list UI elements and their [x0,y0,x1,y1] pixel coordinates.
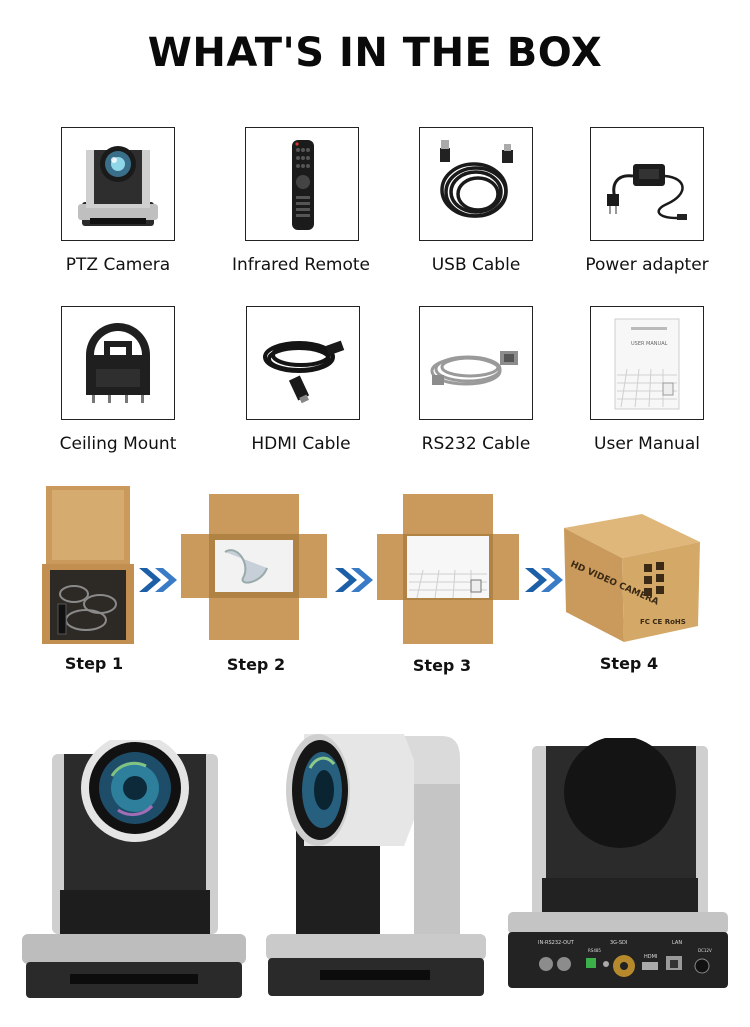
svg-text:RS485: RS485 [588,948,601,953]
camera-rear-view: IN-RS232-OUT RS485 3G-SDI HDMI LAN DC12V [506,736,730,994]
camera-front-view [22,734,246,1002]
item-label: RS232 Cable [421,434,531,454]
usb-cable-icon [419,127,533,241]
svg-text:IN-RS232-OUT: IN-RS232-OUT [538,940,575,946]
power-adapter-icon [590,127,704,241]
chevron-right-icon [523,566,567,599]
hdmi-cable-icon [246,306,360,420]
svg-text:HDMI: HDMI [644,954,657,960]
chevron-right-icon [137,566,181,599]
svg-text:LAN: LAN [672,940,682,946]
item-label: Ceiling Mount [59,434,177,454]
item-label: Infrared Remote [231,255,371,275]
svg-text:USER MANUAL: USER MANUAL [631,341,668,347]
item-label: Power adapter [585,255,709,275]
ceiling-mount-icon [61,306,175,420]
ptz-camera-icon [61,127,175,241]
item-label: User Manual [594,434,700,454]
user-manual-icon: USER MANUAL [590,306,704,420]
step-3-image [377,494,519,644]
rs232-cable-icon [419,306,533,420]
step-4-image: HD VIDEO CAMERA FC CE RoHS [562,508,702,644]
item-label: HDMI Cable [251,434,351,454]
remote-control-icon [245,127,359,241]
svg-text:FC CE RoHS: FC CE RoHS [640,618,686,626]
step-1-label: Step 1 [64,654,124,673]
chevron-right-icon [333,566,377,599]
step-3-label: Step 3 [412,656,472,675]
step-1-image [38,486,138,646]
svg-text:DC12V: DC12V [698,948,712,953]
svg-text:3G-SDI: 3G-SDI [610,940,627,946]
camera-side-view [264,724,488,1000]
step-2-image [181,494,327,640]
step-4-label: Step 4 [599,654,659,673]
step-2-label: Step 2 [226,655,286,674]
item-label: USB Cable [431,255,521,275]
page-title: WHAT'S IN THE BOX [147,30,603,76]
item-label: PTZ Camera [65,255,171,275]
